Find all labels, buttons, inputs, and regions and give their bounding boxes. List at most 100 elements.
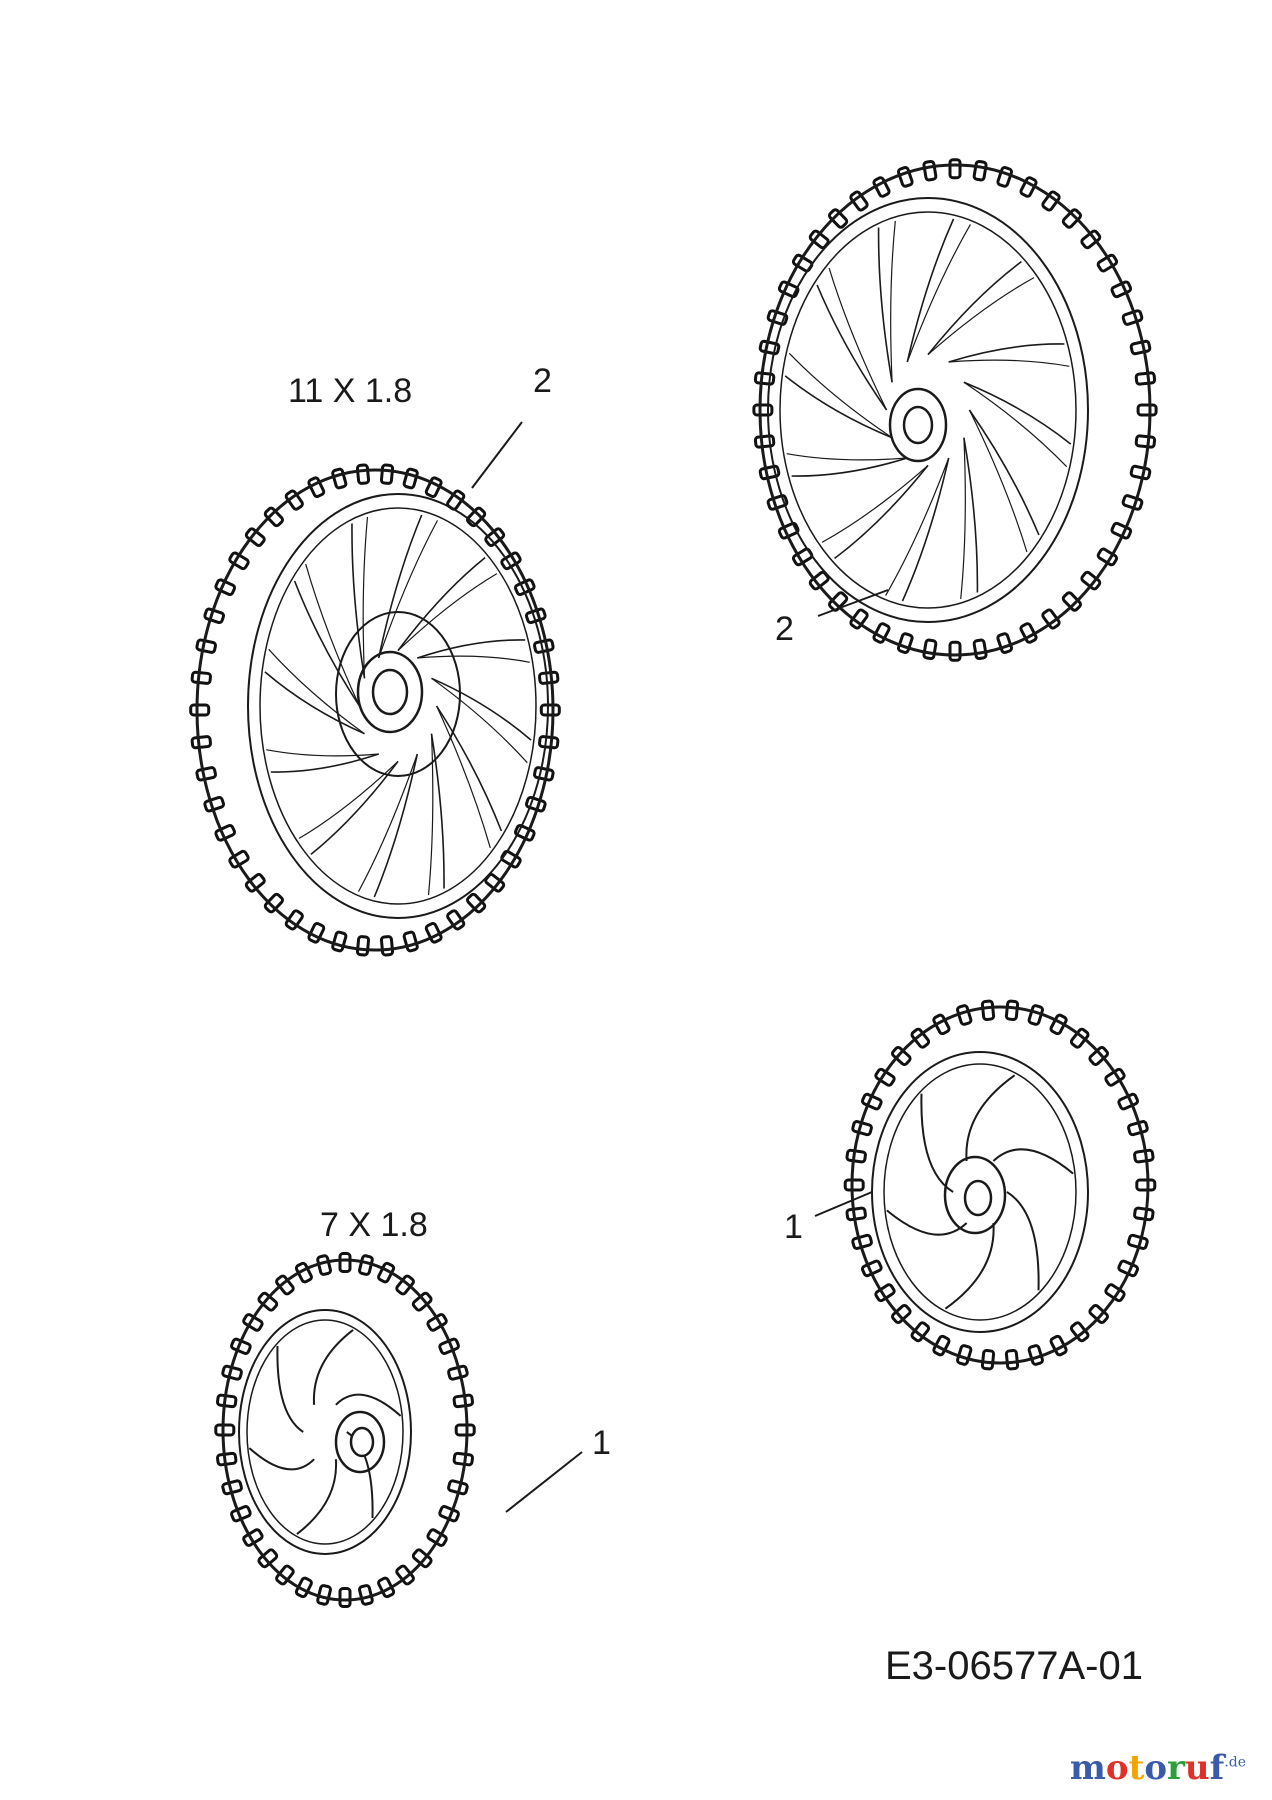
watermark-letter: r	[1167, 1748, 1185, 1788]
tread-block	[242, 1528, 264, 1547]
tread-block	[244, 527, 266, 548]
tread-block	[1004, 1349, 1020, 1371]
spoke-edge	[821, 464, 929, 543]
leader-line-2-lower	[817, 589, 889, 617]
tread-block	[1096, 547, 1119, 567]
tread-block	[1069, 1027, 1090, 1049]
spoke	[377, 514, 423, 659]
tread-block	[426, 1528, 448, 1547]
tread-block	[214, 824, 236, 842]
tread-block	[307, 922, 326, 944]
spoke-edge	[786, 453, 908, 461]
watermark-brand: motoruf	[1070, 1748, 1224, 1788]
tread-block	[228, 849, 250, 869]
tread-block	[896, 632, 914, 654]
callout-part-2-upper: 2	[533, 362, 552, 400]
spoke	[312, 1329, 354, 1405]
tread-block	[379, 935, 395, 957]
spoke	[877, 227, 893, 383]
tread-block	[1104, 1067, 1126, 1087]
tread-block	[307, 476, 326, 498]
tread-block	[861, 1092, 883, 1111]
tread-block	[533, 766, 555, 782]
tread-block	[1135, 1178, 1157, 1192]
spoke-edge	[298, 760, 399, 839]
spoke	[335, 1393, 402, 1417]
tread-block	[377, 1261, 396, 1284]
spoke-edge	[960, 437, 966, 600]
tread-block	[402, 930, 419, 953]
spoke-edge	[968, 409, 1028, 553]
spoke	[834, 464, 929, 560]
tread-block	[845, 1148, 867, 1164]
spoke	[968, 409, 1040, 536]
leader-line-2-upper	[471, 421, 523, 489]
tread-block	[215, 1393, 238, 1409]
tread-block	[355, 463, 371, 485]
spoke	[373, 753, 419, 898]
tread-block	[447, 1364, 469, 1381]
tread-block	[1136, 403, 1158, 417]
tread-block	[1133, 1148, 1155, 1164]
spoke	[293, 580, 361, 707]
tread-block	[189, 703, 211, 717]
tread-block	[426, 1313, 448, 1332]
spoke-edge	[417, 655, 530, 663]
leader-line-1-right	[814, 1191, 873, 1217]
tread-block	[424, 922, 443, 944]
tread-block	[402, 467, 419, 490]
tread-block	[849, 608, 869, 630]
tread-block	[215, 1451, 238, 1467]
hub	[943, 1155, 1007, 1235]
tread-block	[190, 670, 212, 685]
tread-block	[1061, 208, 1083, 229]
tread-block	[263, 506, 284, 528]
tread-block	[777, 521, 800, 540]
tread-block	[539, 703, 561, 717]
tread-block	[980, 1349, 996, 1371]
tread-block	[980, 999, 996, 1021]
tread-block	[874, 1067, 896, 1087]
tread-block	[1049, 1334, 1068, 1357]
spoke	[310, 760, 399, 856]
small-wheel-front-view	[214, 1252, 476, 1608]
tread-blocks	[752, 158, 1158, 662]
spoke	[351, 523, 366, 679]
tread-block	[395, 1564, 415, 1586]
watermark-letter: t	[1128, 1748, 1145, 1788]
tread-block	[1110, 521, 1133, 540]
tread-block	[972, 638, 988, 661]
tread-block	[845, 1206, 867, 1222]
tread-block	[1088, 1045, 1109, 1067]
tread-block	[874, 1283, 896, 1303]
hub	[888, 387, 948, 463]
tread-block	[1041, 190, 1061, 212]
tread-block	[221, 1479, 243, 1496]
hub	[334, 1410, 386, 1474]
tread-block	[843, 1178, 865, 1192]
watermark-letter: u	[1184, 1748, 1210, 1788]
spoke	[963, 437, 979, 593]
tread-block	[827, 591, 849, 612]
tread-block	[1069, 1321, 1090, 1343]
tread-block	[910, 1027, 931, 1049]
watermark-letter: o	[1105, 1748, 1129, 1788]
watermark-letter: o	[1144, 1748, 1167, 1788]
tread-block	[872, 176, 891, 198]
spoke-edge	[427, 733, 434, 896]
small-wheel-size-label: 7 X 1.8	[320, 1206, 428, 1244]
tread-block	[395, 1274, 415, 1296]
tread-block	[242, 1313, 264, 1332]
tread-block	[1096, 253, 1119, 273]
tread-block	[214, 1423, 236, 1437]
tread-block	[891, 1045, 912, 1067]
tread-block	[1049, 1013, 1068, 1036]
large-wheel-front-view	[189, 463, 561, 957]
tread-block	[438, 1505, 460, 1523]
spoke-edge	[266, 749, 379, 757]
tread-block	[230, 1337, 252, 1355]
small-wheel-rear-view	[843, 999, 1157, 1371]
spoke	[965, 1074, 1016, 1162]
spoke-edge	[436, 705, 491, 849]
spoke-edge	[788, 352, 893, 439]
